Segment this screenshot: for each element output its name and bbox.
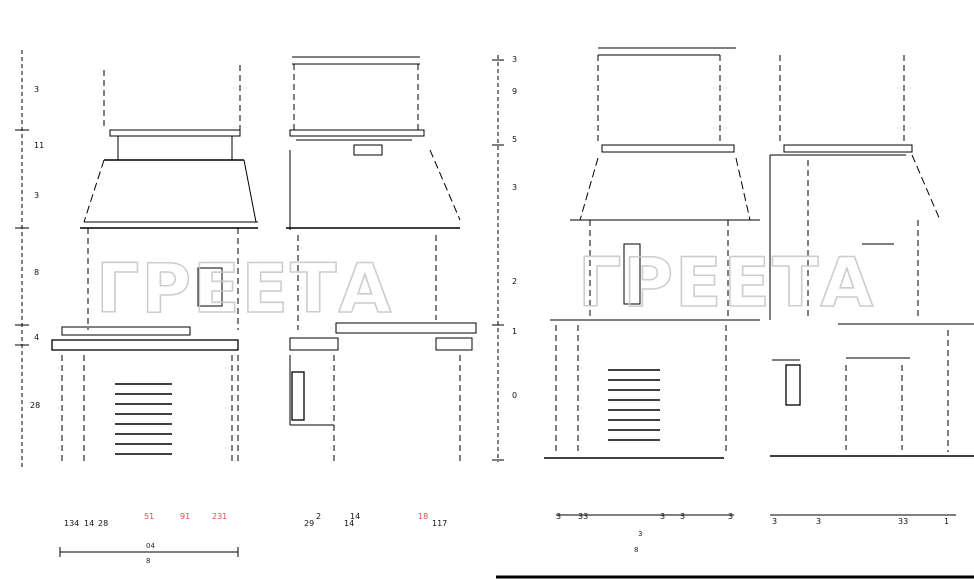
dim-label: 3	[772, 517, 777, 526]
watermark-right: ГРЕЕТА	[578, 244, 875, 323]
dim-label: 14	[84, 519, 94, 528]
dim-label: 8	[146, 557, 150, 565]
panel-4-bottom-dims: 3 3 33 1	[772, 517, 949, 526]
dim-label: 11	[34, 141, 44, 150]
dim-label: 0	[512, 391, 517, 400]
dim-label: 1	[944, 517, 949, 526]
panel-3-vertical-dims: 3 9 5 3 2 1 0	[512, 55, 517, 400]
dim-label: 3	[680, 512, 685, 521]
dim-label: 1	[512, 327, 517, 336]
panel-2-bottom-dims: 2 14 18 29 14 117	[304, 512, 447, 528]
dim-label: 231	[212, 512, 227, 521]
dim-label: 33	[898, 517, 908, 526]
dim-label: 8	[34, 268, 39, 277]
panel-1-bottom-dims: 134 14 28 51 91 231 04 8	[64, 512, 227, 565]
panel-3-bottom-dims: 3 33 3 3 3 3 8	[556, 512, 733, 554]
dim-label: 4	[34, 333, 39, 342]
dim-label: 3	[816, 517, 821, 526]
dim-label: 33	[578, 512, 588, 521]
panel-2-side-elevation	[286, 56, 477, 465]
dim-label: 14	[350, 512, 360, 521]
watermark-left: ГРЕЕТА	[96, 250, 393, 329]
dim-label: 28	[98, 519, 108, 528]
dim-label: 9	[512, 87, 517, 96]
dim-label: 14	[344, 519, 354, 528]
dim-label: 3	[512, 55, 517, 64]
dim-label: 29	[304, 519, 314, 528]
dim-label: 28	[30, 401, 40, 410]
dim-label: 2	[316, 512, 321, 521]
dim-label: 3	[34, 85, 39, 94]
dim-label: 134	[64, 519, 79, 528]
dim-label: 8	[634, 546, 638, 554]
dim-label: 3	[34, 191, 39, 200]
dim-label: 18	[418, 512, 428, 521]
dim-label: 2	[512, 277, 517, 286]
dim-label: 51	[144, 512, 154, 521]
dim-label: 04	[146, 542, 155, 550]
dim-label: 3	[556, 512, 561, 521]
panel-3-front-elevation	[492, 47, 760, 516]
dim-label: 3	[638, 530, 642, 538]
dim-label: 5	[512, 135, 517, 144]
panel-1-front-elevation	[15, 50, 258, 557]
dim-label: 3	[660, 512, 665, 521]
panel-1-vertical-dims: 3 11 3 8 4 28	[30, 85, 44, 410]
dim-label: 3	[728, 512, 733, 521]
dim-label: 91	[180, 512, 190, 521]
dim-label: 3	[512, 183, 517, 192]
panel-4-side-elevation	[496, 55, 974, 579]
dim-label: 117	[432, 519, 447, 528]
